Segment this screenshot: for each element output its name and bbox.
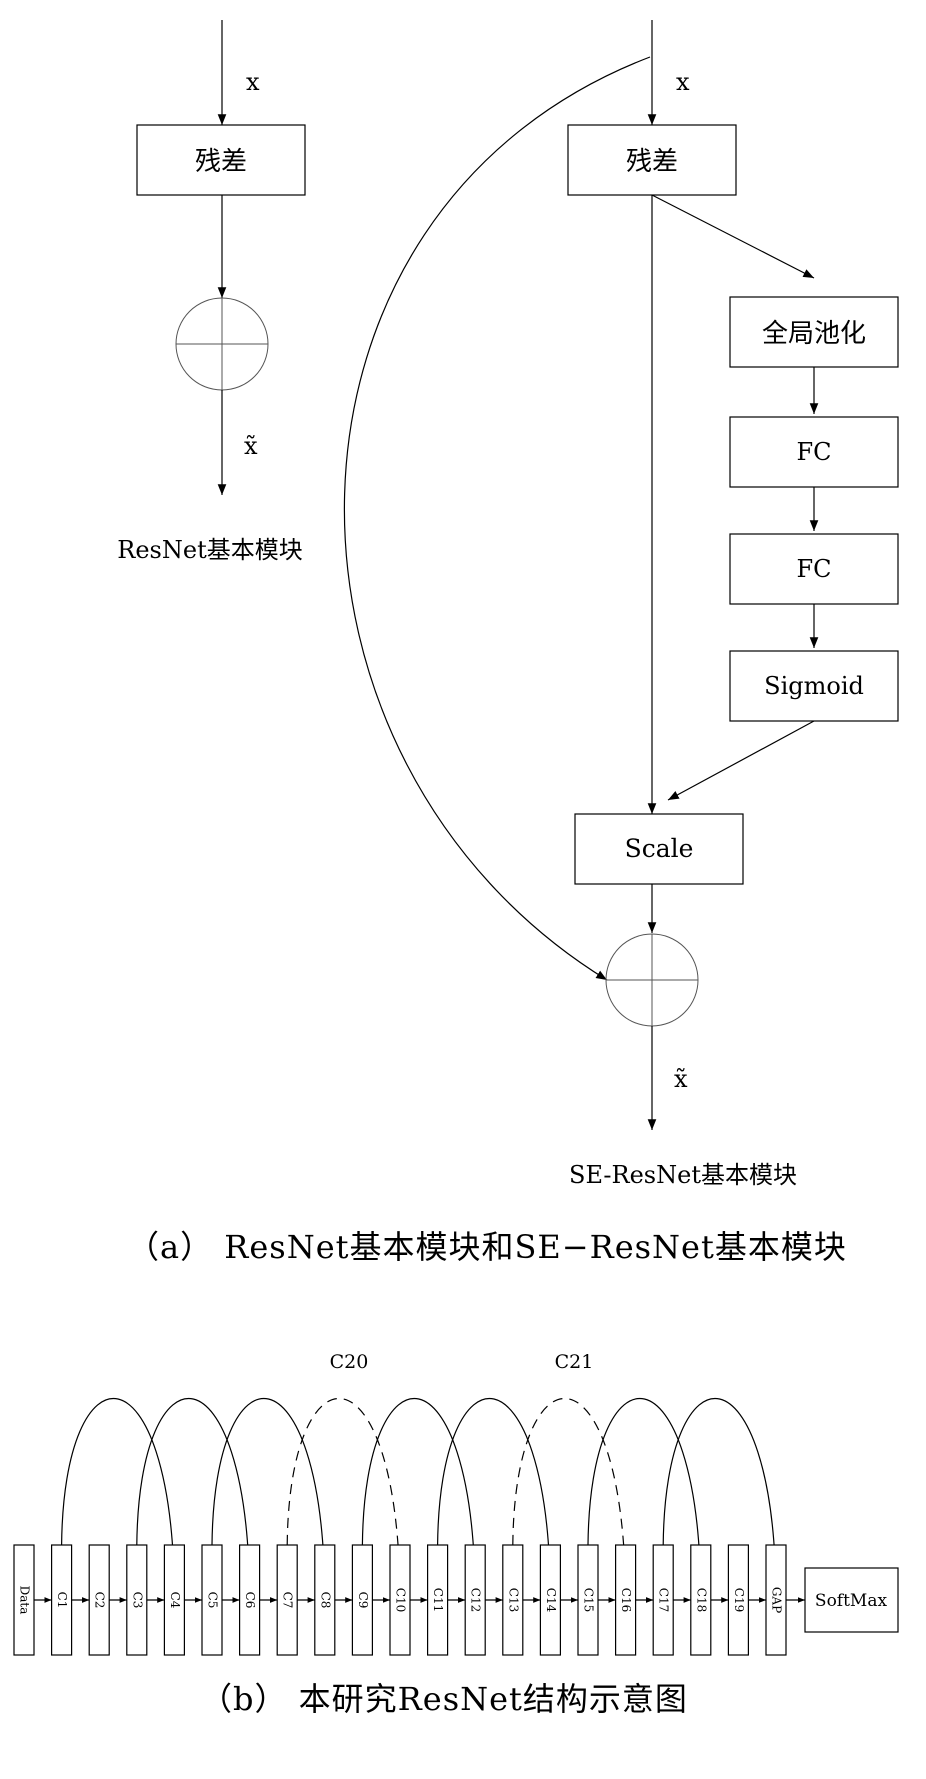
block-label-c3: C3 bbox=[130, 1592, 144, 1609]
block-label-c5: C5 bbox=[206, 1592, 220, 1609]
block-label-c16: C16 bbox=[619, 1588, 633, 1612]
se-residual-label: 残差 bbox=[626, 147, 678, 177]
block-label-c2: C2 bbox=[93, 1592, 107, 1609]
skip-arc bbox=[61, 1398, 178, 1596]
input-label: x bbox=[246, 68, 260, 96]
se-output-label: x̃ bbox=[674, 1065, 688, 1093]
sigmoid-box bbox=[729, 650, 899, 722]
block-label-c9: C9 bbox=[356, 1592, 370, 1609]
block-label-data: Data bbox=[18, 1586, 32, 1615]
panel-b-caption: （b） 本研究ResNet结构示意图 bbox=[200, 1680, 688, 1718]
fc2-box bbox=[729, 533, 899, 605]
fc1-box bbox=[729, 416, 899, 488]
softmax-box bbox=[804, 1567, 899, 1633]
sigmoid-to-scale-arrow bbox=[667, 720, 815, 801]
scale-label: Scale bbox=[625, 834, 694, 863]
residual-to-gap-arrow bbox=[651, 194, 815, 279]
resnet-block-caption: ResNet基本模块 bbox=[117, 536, 302, 564]
skip-arc bbox=[211, 1398, 328, 1596]
skip-label-c21: C21 bbox=[555, 1351, 594, 1373]
skip-connection-arrow bbox=[343, 56, 651, 981]
se-resnet-block-caption: SE-ResNet基本模块 bbox=[569, 1161, 797, 1189]
block-label-c4: C4 bbox=[168, 1592, 182, 1609]
dashed-skip-arc bbox=[512, 1398, 629, 1596]
fc2-label: FC bbox=[796, 555, 831, 583]
skip-arc bbox=[361, 1398, 479, 1596]
skip-arc bbox=[437, 1398, 554, 1596]
block-label-c19: C19 bbox=[732, 1588, 746, 1612]
block-label-c6: C6 bbox=[243, 1592, 257, 1609]
se-input-label: x bbox=[676, 68, 690, 96]
fc1-label: FC bbox=[796, 438, 831, 466]
sum-node bbox=[175, 297, 269, 391]
se-residual-box bbox=[567, 124, 737, 196]
block-label-c10: C10 bbox=[394, 1588, 408, 1612]
residual-box bbox=[136, 124, 306, 196]
skip-arcs bbox=[61, 1398, 779, 1596]
skip-arc bbox=[587, 1398, 704, 1596]
se-resnet-basic-block: x 残差 全局池化 FC FC Sigmoid Scale x̃ bbox=[343, 20, 899, 1189]
gap-box bbox=[729, 296, 899, 368]
skip-arc bbox=[136, 1398, 253, 1596]
block-label-c15: C15 bbox=[582, 1588, 596, 1612]
block-label-c14: C14 bbox=[544, 1588, 558, 1613]
layer-blocks: Data C1 C2 C3 C4 C5 C6 C7 C8 C9 C10 C11 C12 C13 C14 C15… bbox=[13, 1544, 805, 1656]
skip-arc bbox=[662, 1398, 779, 1596]
skip-label-c20: C20 bbox=[330, 1351, 369, 1373]
resnet-structure: C20 C21 Data C1 C2 C3 C4 C5 C6 C7 C8 C9 C10 C11 C12 C… bbox=[13, 1351, 899, 1656]
dashed-skip-arc bbox=[286, 1398, 403, 1596]
block-label-c18: C18 bbox=[694, 1588, 708, 1612]
panel-a-caption: （a） ResNet基本模块和SE−ResNet基本模块 bbox=[127, 1228, 847, 1266]
output-label: x̃ bbox=[244, 432, 258, 460]
gap-label: 全局池化 bbox=[762, 319, 866, 349]
softmax-label: SoftMax bbox=[815, 1591, 888, 1611]
block-label-c1: C1 bbox=[55, 1592, 69, 1609]
block-label-c17: C17 bbox=[657, 1588, 671, 1612]
block-label-c11: C11 bbox=[431, 1588, 445, 1612]
se-sum-node bbox=[605, 933, 699, 1027]
sigmoid-label: Sigmoid bbox=[764, 672, 864, 700]
block-label-gap: GAP bbox=[770, 1587, 784, 1613]
block-label-c12: C12 bbox=[469, 1588, 483, 1612]
block-label-c13: C13 bbox=[506, 1588, 520, 1612]
scale-box bbox=[574, 813, 744, 885]
residual-label: 残差 bbox=[195, 147, 247, 177]
resnet-basic-block: x 残差 x̃ ResNet基本模块 bbox=[117, 20, 306, 564]
block-label-c8: C8 bbox=[318, 1592, 332, 1609]
block-label-c7: C7 bbox=[281, 1592, 295, 1609]
